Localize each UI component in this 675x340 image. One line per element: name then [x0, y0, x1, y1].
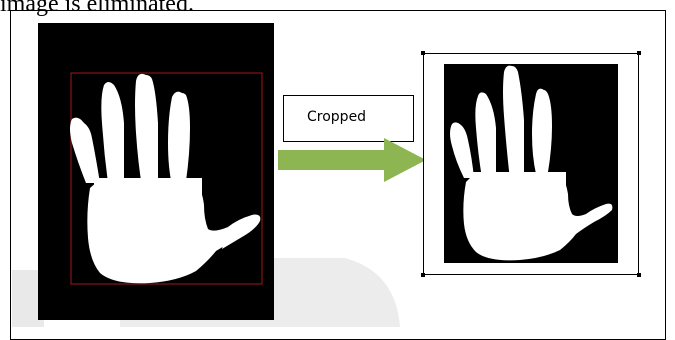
cropped-label-box: Cropped [283, 95, 414, 142]
finger-middle [503, 66, 524, 180]
cropped-hand-image [444, 64, 618, 263]
hand-silhouette [70, 74, 260, 283]
finger-ring [475, 92, 496, 180]
hand-silhouette [450, 66, 612, 261]
finger-pinky [70, 118, 100, 183]
corner-handle [637, 273, 641, 277]
finger-pinky [450, 122, 474, 178]
cropped-image-frame [423, 53, 639, 275]
palm-fill [94, 178, 202, 208]
arrow-shape [278, 138, 426, 182]
finger-ring [101, 82, 124, 185]
cropped-label: Cropped [307, 109, 366, 125]
finger-index [168, 92, 190, 185]
corner-handle [421, 51, 425, 55]
original-hand-image [38, 23, 274, 320]
corner-handle [637, 51, 641, 55]
cropped-hand-drawing [444, 64, 618, 263]
finger-middle [135, 74, 158, 187]
original-hand-drawing [38, 23, 274, 320]
finger-index [532, 89, 552, 174]
palm-fill [470, 172, 566, 196]
arrow-right-icon [278, 138, 426, 182]
corner-handle [421, 273, 425, 277]
